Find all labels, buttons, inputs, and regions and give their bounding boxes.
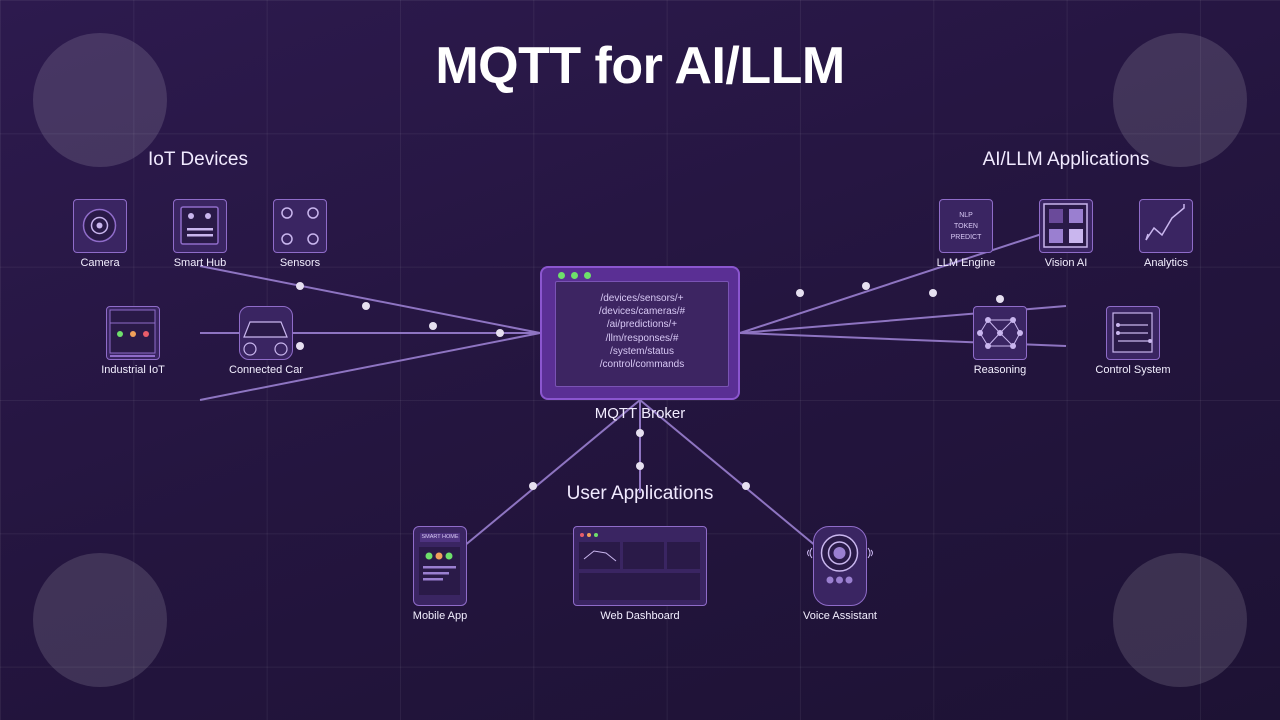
reasoning-label: Reasoning — [973, 364, 1027, 376]
message-dot — [529, 482, 537, 490]
page-title: MQTT for AI/LLM — [435, 37, 845, 95]
smart-hub-icon — [180, 206, 219, 245]
decorative-circle-bottom-right — [1113, 553, 1247, 687]
industrial-iot-icon — [109, 309, 156, 357]
mqtt-broker[interactable]: /devices/sensors/+ /devices/cameras/# /a… — [540, 266, 740, 400]
status-light-icon — [571, 272, 578, 279]
camera-label: Camera — [80, 257, 120, 269]
status-light-icon — [584, 272, 591, 279]
topic-line: /llm/responses/# — [605, 332, 679, 344]
link-connected-car — [199, 332, 541, 401]
reasoning-network-icon — [977, 317, 1023, 349]
sound-wave-right-icon — [867, 547, 873, 559]
control-system-node[interactable] — [1106, 306, 1160, 360]
message-dot — [636, 462, 644, 470]
topic-line: /devices/cameras/# — [598, 306, 686, 318]
message-dot — [796, 289, 804, 297]
analytics-chart-icon — [1145, 204, 1185, 241]
voice-assistant-node[interactable] — [813, 526, 867, 606]
smart-hub-label: Smart Hub — [173, 257, 227, 269]
link-vision-ai — [739, 225, 1067, 334]
link-mobile-app — [439, 399, 641, 567]
microphone-speaker-icon — [820, 534, 859, 584]
topic-line: /devices/sensors/+ — [600, 293, 684, 304]
broker-label: MQTT Broker — [594, 405, 686, 422]
web-dashboard-label: Web Dashboard — [600, 610, 680, 622]
smart-hub-node[interactable] — [173, 199, 227, 253]
message-dot — [429, 322, 437, 330]
broker-topic-screen: /devices/sensors/+ /devices/cameras/# /a… — [555, 281, 729, 387]
message-dot — [296, 342, 304, 350]
connected-car-node[interactable] — [239, 306, 293, 360]
link-smart-hub — [199, 265, 541, 334]
decorative-circle-bottom-left — [33, 553, 167, 687]
industrial-iot-node[interactable] — [106, 306, 160, 360]
llm-engine-text: NLP — [959, 211, 973, 219]
decorative-circle-top-right — [1113, 33, 1247, 167]
voice-assistant-label: Voice Assistant — [803, 610, 877, 622]
mobile-screen-icon — [419, 547, 460, 595]
web-dashboard-node[interactable] — [573, 526, 707, 606]
topic-line: /ai/predictions/+ — [606, 319, 678, 331]
sensors-label: Sensors — [279, 257, 321, 269]
message-dot — [496, 329, 504, 337]
mobile-app-header: SMART HOME — [420, 533, 460, 542]
car-icon — [243, 321, 288, 356]
control-system-label: Control System — [1095, 364, 1171, 376]
status-light-icon — [558, 272, 565, 279]
camera-icon — [82, 208, 117, 243]
industrial-iot-label: Industrial IoT — [101, 364, 165, 376]
message-dot — [862, 282, 870, 290]
vision-ai-label: Vision AI — [1044, 257, 1088, 269]
section-title-ai-applications: AI/LLM Applications — [982, 149, 1150, 170]
decorative-circle-top-left — [33, 33, 167, 167]
sensors-node[interactable] — [273, 199, 327, 253]
control-panel-icon — [1112, 312, 1153, 353]
message-dot — [362, 302, 370, 310]
mobile-app-label: Mobile App — [412, 610, 468, 622]
topic-line: /control/commands — [599, 359, 685, 371]
connected-car-label: Connected Car — [229, 364, 303, 376]
message-dot — [996, 295, 1004, 303]
llm-engine-label: LLM Engine — [936, 257, 996, 269]
message-dot — [296, 282, 304, 290]
reasoning-node[interactable] — [973, 306, 1027, 360]
message-dot — [742, 482, 750, 490]
sensors-icon — [281, 207, 319, 245]
analytics-label: Analytics — [1143, 257, 1189, 269]
message-dot — [929, 289, 937, 297]
camera-node[interactable] — [73, 199, 127, 253]
link-voice-assistant — [639, 399, 841, 567]
section-title-user-applications: User Applications — [566, 483, 714, 504]
message-dot — [636, 429, 644, 437]
mobile-app-node[interactable]: SMART HOME — [413, 526, 467, 606]
section-title-iot-devices: IoT Devices — [148, 149, 248, 170]
llm-engine-node[interactable]: NLP TOKEN PREDICT — [939, 199, 993, 253]
vision-ai-icon — [1043, 203, 1088, 248]
sound-wave-left-icon — [807, 547, 813, 559]
topic-line: /system/status — [610, 345, 674, 357]
dashboard-window-icon — [579, 533, 700, 600]
llm-engine-text: PREDICT — [950, 233, 982, 241]
vision-ai-node[interactable] — [1039, 199, 1093, 253]
llm-engine-text: TOKEN — [954, 222, 978, 230]
analytics-node[interactable] — [1139, 199, 1193, 253]
